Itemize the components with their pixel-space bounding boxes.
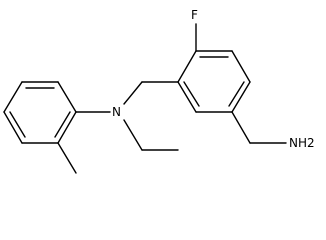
ring-double-bond — [183, 81, 200, 107]
n-ch2-bond — [123, 81, 143, 105]
toluene-ring — [3, 81, 77, 144]
fluorine-label: F — [191, 8, 198, 22]
ring-bond — [177, 50, 197, 83]
ring-bond — [3, 111, 23, 144]
structure-canvas: F N NH2 — [3, 8, 315, 174]
ring-bond — [57, 111, 77, 144]
fluorobenzene-ring — [177, 50, 251, 113]
ring-bond — [3, 81, 23, 113]
ring-double-bond — [228, 81, 245, 107]
ring-bond — [177, 81, 197, 113]
ring-double-bond — [9, 111, 26, 138]
nitrogen-label: N — [112, 105, 121, 119]
methyl-bond — [57, 142, 77, 174]
amine-label: NH2 — [289, 136, 315, 150]
ring-bond — [57, 81, 77, 113]
ring-double-bond — [54, 111, 71, 138]
n-ethyl-bond — [123, 119, 143, 151]
ring-bond — [231, 50, 251, 83]
ring-bond — [231, 81, 251, 113]
ring-ch2-bond — [231, 111, 251, 144]
molecule-drawing: F N NH2 — [3, 8, 315, 174]
